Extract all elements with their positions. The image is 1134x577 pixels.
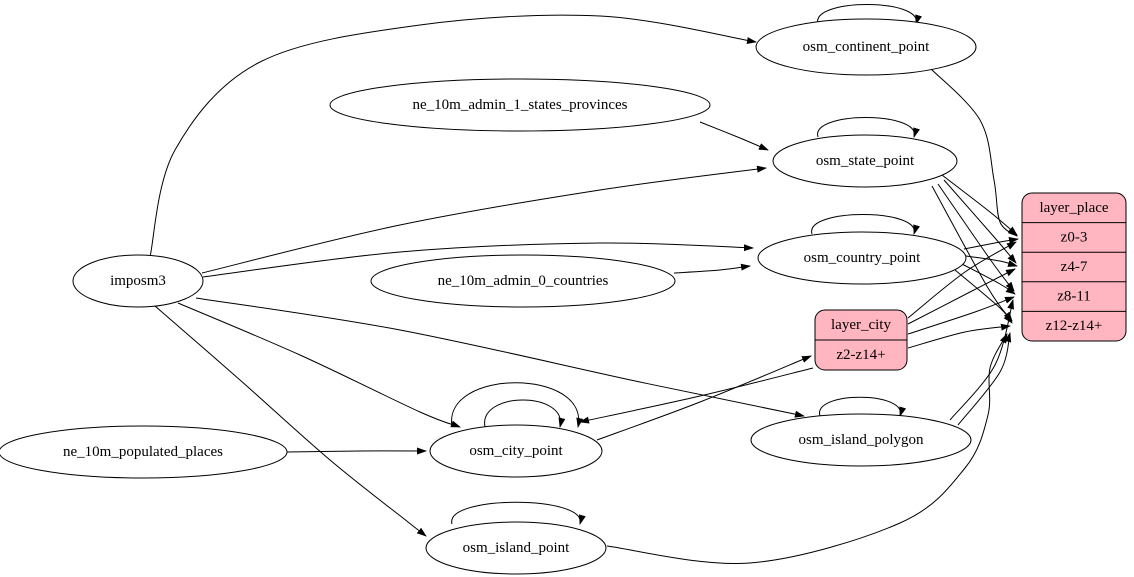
node-osm_country_point: osm_country_point	[757, 231, 967, 285]
edge-osm_city_point-to-layer_city:z2-z14+	[596, 355, 812, 441]
node-shape-osm_island_point	[425, 521, 607, 575]
record-row-layer_place-z0-3: z0-3	[1061, 229, 1088, 245]
edge-imposm3-to-osm_continent_point	[149, 14, 757, 258]
edge-imposm3-to-osm_island_point	[154, 305, 427, 537]
record-layer_place: layer_place z0-3 z4-7 z8-11 z12-z14+	[1021, 192, 1127, 342]
edge-layer_city-to-layer_place:z8-11	[907, 296, 1015, 335]
edge-ne_10m_populated_places-to-osm_city_point	[286, 447, 427, 455]
self-loop-osm_island_polygon	[819, 396, 907, 417]
node-shape-osm_island_polygon	[750, 413, 972, 467]
edge-imposm3-to-osm_city_point	[177, 302, 461, 428]
node-shape-osm_continent_point	[755, 18, 977, 76]
edge-layer_city-to-layer_place:z12-z14+	[907, 323, 1011, 349]
record-shape-layer_place	[1021, 192, 1127, 342]
edge-osm_state_point-to-layer_place:z4-7	[943, 179, 1017, 264]
record-row-layer_city-z2-z14+: z2-z14+	[836, 347, 885, 363]
edge-osm_country_point-to-layer_place:z4-7	[965, 255, 1018, 267]
record-row-layer_place-z8-11: z8-11	[1057, 289, 1091, 305]
edge-ne_10m_admin_0_countries-to-osm_country_point	[673, 263, 751, 274]
node-shape-ne_10m_populated_places	[0, 425, 288, 479]
record-row-layer_place-z12-z14+: z12-z14+	[1046, 318, 1103, 334]
self-loop-osm_continent_point	[817, 4, 922, 25]
edge-layer_city-to-layer_place:z0-3	[907, 241, 1017, 319]
edge-osm_island_point-to-layer_place:z12-z14+	[606, 333, 1008, 565]
node-shape-osm_state_point	[772, 134, 958, 188]
self-loop-osm_city_point	[484, 399, 566, 428]
node-label-ne_10m_admin_0_countries: ne_10m_admin_0_countries	[438, 273, 609, 289]
node-imposm3: imposm3	[72, 254, 204, 308]
record-row-layer_city-layer_city: layer_city	[831, 317, 891, 333]
edge-ne_10m_admin_1_states_provinces-to-osm_state_point	[699, 121, 769, 151]
self-loop-osm_city_point	[451, 382, 584, 428]
edge-osm_state_point-to-layer_place:z8-11	[937, 183, 1015, 292]
edge-layer_city-to-osm_city_point	[579, 367, 814, 424]
record-layer_city: layer_city z2-z14+	[814, 309, 908, 371]
edge-osm_continent_point-to-layer_place:z0-3	[929, 67, 1018, 237]
node-label-osm_country_point: osm_country_point	[804, 250, 921, 266]
node-label-osm_state_point: osm_state_point	[816, 153, 915, 169]
self-loop-osm_state_point	[817, 117, 920, 138]
node-ne_10m_admin_0_countries: ne_10m_admin_0_countries	[370, 254, 676, 308]
edge-osm_island_polygon-to-layer_place:z8-11	[949, 299, 1014, 421]
edge-layer_city-to-layer_place:z4-7	[907, 268, 1016, 325]
node-ne_10m_admin_1_states_provinces: ne_10m_admin_1_states_provinces	[329, 78, 711, 132]
node-shape-imposm3	[72, 254, 204, 308]
node-label-imposm3: imposm3	[110, 273, 166, 289]
edge-imposm3-to-osm_state_point	[201, 165, 767, 274]
node-shape-osm_city_point	[429, 424, 603, 478]
edges-layer	[149, 4, 1019, 565]
edge-osm_country_point-to-layer_place:z0-3	[963, 237, 1019, 250]
edge-osm_country_point-to-layer_place:z12-z14+	[954, 269, 1013, 324]
node-osm_island_point: osm_island_point	[425, 521, 607, 575]
self-loop-osm_country_point	[811, 214, 920, 235]
edge-osm_island_polygon-to-layer_place:z12-z14+	[957, 332, 1012, 426]
node-label-osm_island_point: osm_island_point	[463, 540, 571, 556]
node-label-osm_island_polygon: osm_island_polygon	[798, 432, 924, 448]
node-label-ne_10m_admin_1_states_provinces: ne_10m_admin_1_states_provinces	[413, 97, 628, 113]
node-osm_city_point: osm_city_point	[429, 424, 603, 478]
node-osm_state_point: osm_state_point	[772, 134, 958, 188]
record-row-layer_place-layer_place: layer_place	[1039, 200, 1108, 216]
edge-osm_country_point-to-layer_place:z8-11	[961, 263, 1016, 295]
node-shape-ne_10m_admin_0_countries	[370, 254, 676, 308]
edge-osm_state_point-to-layer_place:z0-3	[941, 174, 1018, 236]
node-label-osm_continent_point: osm_continent_point	[803, 39, 930, 55]
node-ne_10m_populated_places: ne_10m_populated_places	[0, 425, 288, 479]
node-shape-ne_10m_admin_1_states_provinces	[329, 78, 711, 132]
node-shape-osm_country_point	[757, 231, 967, 285]
edge-imposm3-to-osm_country_point	[202, 242, 754, 278]
nodes-layer: imposm3 ne_10m_admin_1_states_provincesne…	[0, 18, 1127, 575]
node-osm_continent_point: osm_continent_point	[755, 18, 977, 76]
node-osm_island_polygon: osm_island_polygon	[750, 413, 972, 467]
node-label-ne_10m_populated_places: ne_10m_populated_places	[63, 444, 223, 460]
self-loop-osm_island_point	[451, 501, 586, 525]
record-row-layer_place-z4-7: z4-7	[1061, 259, 1088, 275]
node-label-osm_city_point: osm_city_point	[469, 443, 563, 459]
edge-imposm3-to-osm_island_polygon	[195, 297, 805, 418]
